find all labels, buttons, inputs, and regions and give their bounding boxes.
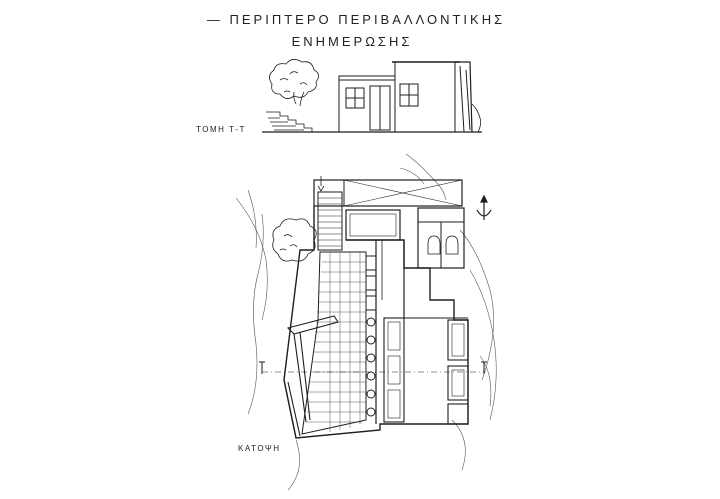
plan-right-rooms — [383, 317, 469, 425]
section-left-volume — [338, 75, 396, 133]
plan-columns — [365, 255, 377, 417]
plan-upper-room-left — [345, 209, 401, 241]
plan-slanted-wall — [283, 315, 339, 439]
section-steps — [266, 111, 322, 133]
plan-top-strip — [313, 179, 463, 207]
drawing-title-line-2: ΕΝΗΜΕΡΩΣΗΣ — [291, 34, 413, 49]
plan-drawing — [235, 153, 497, 491]
paved-terrace — [301, 251, 367, 435]
section-tree — [269, 59, 319, 107]
north-arrow-icon — [476, 194, 492, 220]
section-drawing — [262, 59, 482, 133]
section-right-volume — [394, 61, 456, 133]
section-cut-line — [259, 361, 487, 374]
plan-label: ΚΑΤΟΨΗ — [238, 444, 281, 453]
terrain-contours — [235, 153, 497, 491]
plan-tree — [272, 218, 317, 262]
section-label: ΤΟΜΗ Τ-Τ — [196, 125, 246, 134]
toilet-fixtures — [427, 235, 459, 255]
plan-entrance-stair — [317, 191, 343, 251]
drawing-title-line-1: — ΠΕΡΙΠΤΕΡΟ ΠΕΡΙΒΑΛΛΟΝΤΙΚΗΣ — [206, 12, 506, 27]
